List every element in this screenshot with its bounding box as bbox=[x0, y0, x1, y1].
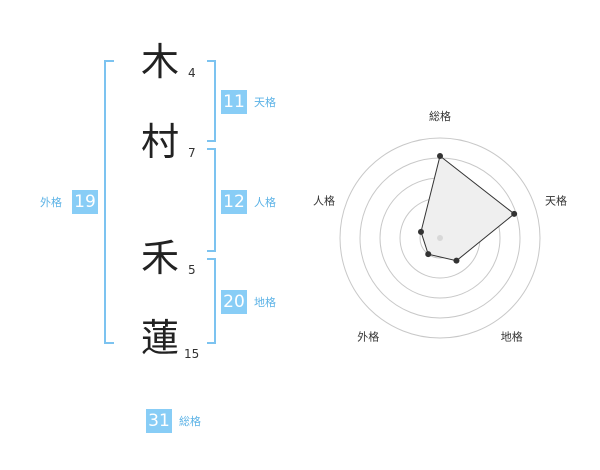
stroke-count-3: 5 bbox=[188, 263, 196, 277]
radar-axis-label-5: 人格 bbox=[313, 193, 335, 207]
radar-center-dot bbox=[437, 235, 443, 241]
radar-point-1 bbox=[437, 153, 443, 159]
radar-point-3 bbox=[453, 257, 460, 264]
soukaku-badge: 31 bbox=[146, 409, 172, 433]
gaikaku-badge: 19 bbox=[72, 190, 98, 214]
radar-axis-label-3: 地格 bbox=[501, 330, 523, 344]
soukaku-label: 総格 bbox=[179, 415, 201, 428]
gaikaku-bracket bbox=[104, 60, 114, 344]
tenkaku-badge: 11 bbox=[221, 90, 247, 114]
radar-point-4 bbox=[425, 251, 432, 258]
radar-ring-5 bbox=[339, 137, 541, 339]
chikaku-bracket bbox=[207, 258, 216, 344]
radar-area bbox=[420, 155, 516, 262]
tenkaku-bracket bbox=[207, 60, 216, 142]
chikaku-badge: 20 bbox=[221, 290, 247, 314]
radar-axis-label-4: 外格 bbox=[357, 330, 379, 344]
jinkaku-bracket bbox=[207, 148, 216, 252]
jinkaku-badge: 12 bbox=[221, 190, 247, 214]
stroke-count-2: 7 bbox=[188, 146, 196, 160]
stroke-count-4: 15 bbox=[184, 347, 200, 361]
radar-axis-label-1: 総格 bbox=[429, 110, 451, 123]
radar-point-2 bbox=[511, 210, 518, 217]
gaikaku-label: 外格 bbox=[40, 196, 62, 209]
chikaku-label: 地格 bbox=[254, 296, 276, 309]
stroke-count-1: 4 bbox=[188, 66, 196, 80]
jinkaku-label: 人格 bbox=[254, 196, 276, 209]
tenkaku-label: 天格 bbox=[254, 96, 276, 109]
name-char-1: 木 bbox=[140, 40, 179, 84]
radar-point-5 bbox=[417, 228, 424, 235]
name-char-3: 禾 bbox=[140, 236, 179, 280]
radar-axis-label-2: 天格 bbox=[545, 193, 567, 207]
name-char-4: 蓮 bbox=[140, 316, 179, 360]
name-char-2: 村 bbox=[140, 120, 179, 164]
